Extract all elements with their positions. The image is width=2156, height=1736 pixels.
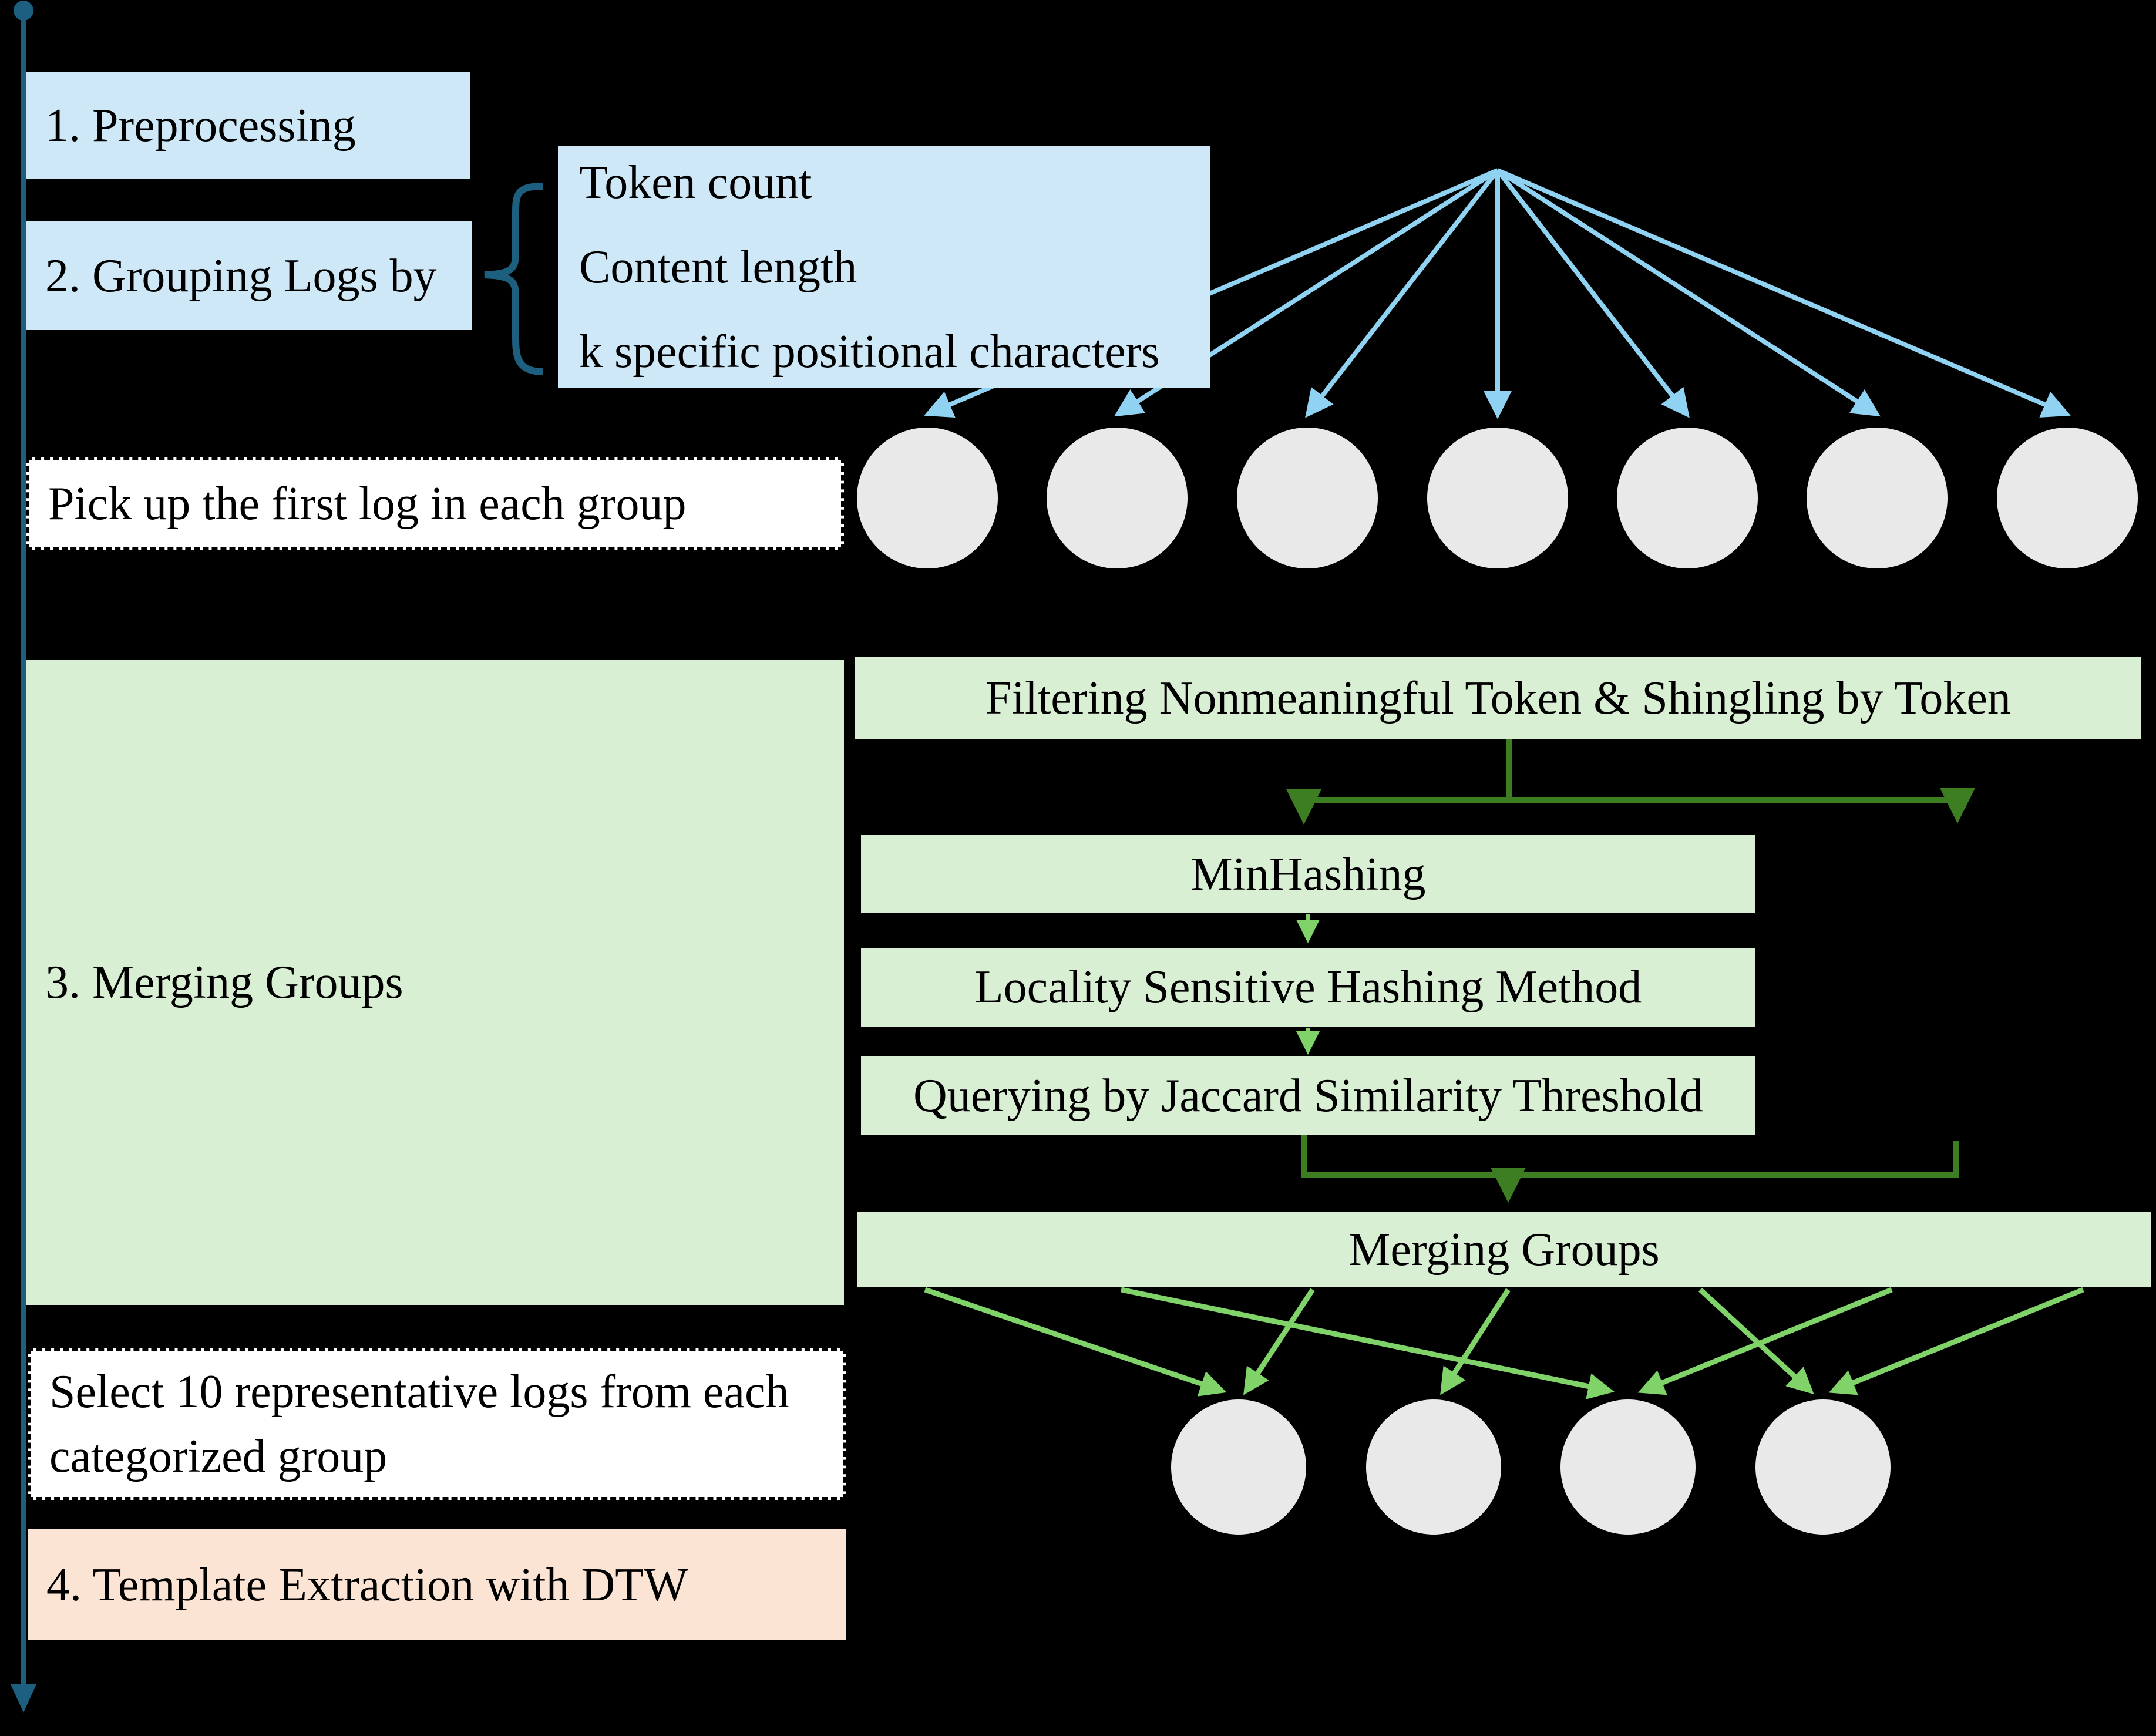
log-group-circle — [1807, 428, 1948, 568]
process-timeline — [11, 1, 36, 1713]
log-group-circle — [1237, 428, 1378, 568]
timeline-end-arrow-icon — [11, 1684, 36, 1713]
green-arrow — [1828, 1287, 2084, 1395]
grouping-criteria-box: Token count Content length k specific po… — [558, 146, 1210, 388]
criteria-token-count: Token count — [579, 156, 812, 208]
merging-label: Merging Groups — [1348, 1223, 1660, 1276]
criteria-content-length: Content length — [579, 241, 857, 293]
green-arrow — [1121, 1287, 1615, 1399]
step1-preprocessing-box: 1. Preprocessing — [26, 72, 470, 179]
criteria-positional-chars: k specific positional characters — [579, 325, 1160, 378]
merge-connector — [1301, 1135, 1959, 1203]
log-group-circles — [857, 428, 2138, 568]
querying-label: Querying by Jaccard Similarity Threshold — [913, 1069, 1703, 1122]
log-group-circle — [1427, 428, 1568, 568]
filtering-shingling-box: Filtering Nonmeaningful Token & Shinglin… — [855, 657, 2141, 739]
merged-group-circle — [1366, 1399, 1501, 1535]
log-group-circle — [1047, 428, 1188, 568]
blue-arrow — [1495, 169, 1690, 418]
merged-group-circle — [1755, 1399, 1891, 1535]
group-merge-arrows — [924, 1287, 2084, 1399]
merged-group-circle — [1560, 1399, 1696, 1535]
step4-label: 4. Template Extraction with DTW — [46, 1559, 688, 1611]
log-group-circle — [1997, 428, 2138, 568]
blue-arrow — [1496, 168, 2071, 418]
green-arrow — [1243, 1288, 1315, 1395]
select-representative-label: Select 10 representative logs from each … — [49, 1365, 789, 1482]
pick-first-log-box: Pick up the first log in each group — [26, 457, 844, 550]
green-arrow — [1637, 1287, 1893, 1395]
lsh-label: Locality Sensitive Hashing Method — [974, 961, 1642, 1013]
step2-grouping-box: 2. Grouping Logs by — [26, 221, 472, 330]
step3-label: 3. Merging Groups — [45, 956, 403, 1008]
green-arrow — [1440, 1288, 1511, 1395]
green-arrow — [1698, 1287, 1814, 1395]
filtering-label: Filtering Nonmeaningful Token & Shinglin… — [985, 672, 2011, 724]
select-representative-box: Select 10 representative logs from each … — [28, 1348, 846, 1500]
green-arrow — [924, 1287, 1227, 1397]
merged-group-circle — [1171, 1399, 1306, 1535]
split-connector — [1286, 739, 1975, 825]
pick-first-log-label: Pick up the first log in each group — [48, 478, 687, 530]
minhashing-label: MinHashing — [1190, 848, 1426, 900]
grouping-brace — [484, 183, 544, 375]
merging-groups-box: Merging Groups — [857, 1212, 2151, 1287]
merged-group-circles — [1171, 1399, 1891, 1535]
step2-label: 2. Grouping Logs by — [45, 250, 437, 302]
minhashing-box: MinHashing — [861, 835, 1755, 913]
log-group-circle — [1617, 428, 1758, 568]
log-group-circle — [857, 428, 998, 568]
step3-merging-groups-box: 3. Merging Groups — [26, 660, 844, 1305]
blue-arrow — [1305, 169, 1500, 418]
blue-arrow — [1496, 168, 1881, 417]
step1-label: 1. Preprocessing — [45, 99, 356, 152]
jaccard-query-box: Querying by Jaccard Similarity Threshold — [861, 1056, 1755, 1135]
step4-template-extraction-box: 4. Template Extraction with DTW — [28, 1529, 846, 1640]
lsh-method-box: Locality Sensitive Hashing Method — [861, 948, 1755, 1027]
